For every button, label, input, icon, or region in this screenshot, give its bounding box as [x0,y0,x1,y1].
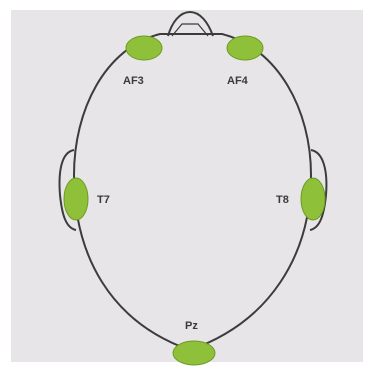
label-t8: T8 [276,194,289,206]
electrode-t7 [63,177,89,221]
nose-outline [167,10,214,37]
electrode-pz [172,340,216,366]
electrode-t8 [300,177,326,221]
label-af3: AF3 [123,75,144,87]
electrode-af4 [226,35,264,61]
label-pz: Pz [185,320,198,332]
nose-inner-line [171,23,209,37]
left-ear-outline [58,149,77,231]
electrode-af3 [125,35,163,61]
right-ear-outline [309,149,328,231]
label-t7: T7 [97,194,110,206]
label-af4: AF4 [227,75,249,87]
